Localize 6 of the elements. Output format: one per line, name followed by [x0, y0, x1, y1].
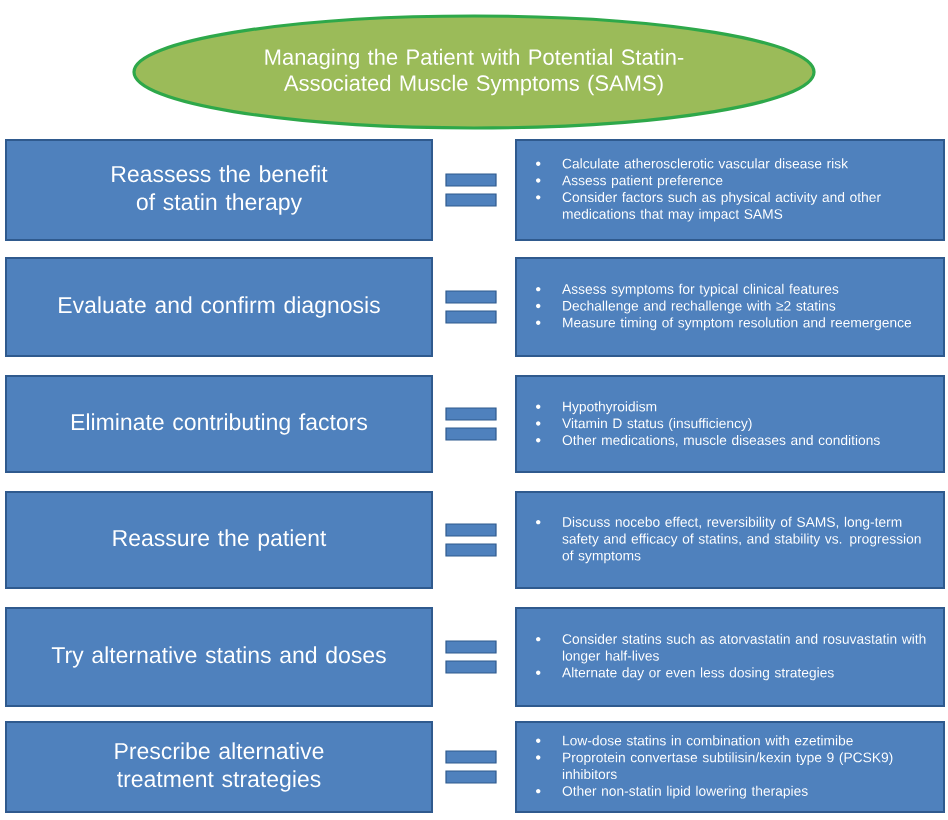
step-box: Prescribe alternative treatment strategies	[5, 721, 433, 813]
step-box: Eliminate contributing factors	[5, 375, 433, 473]
step-box: Evaluate and confirm diagnosis	[5, 257, 433, 357]
step-box: Try alternative statins and doses	[5, 607, 433, 707]
step-box: Reassess the benefit of statin therapy	[5, 139, 433, 241]
step-box: Reassure the patient	[5, 491, 433, 589]
